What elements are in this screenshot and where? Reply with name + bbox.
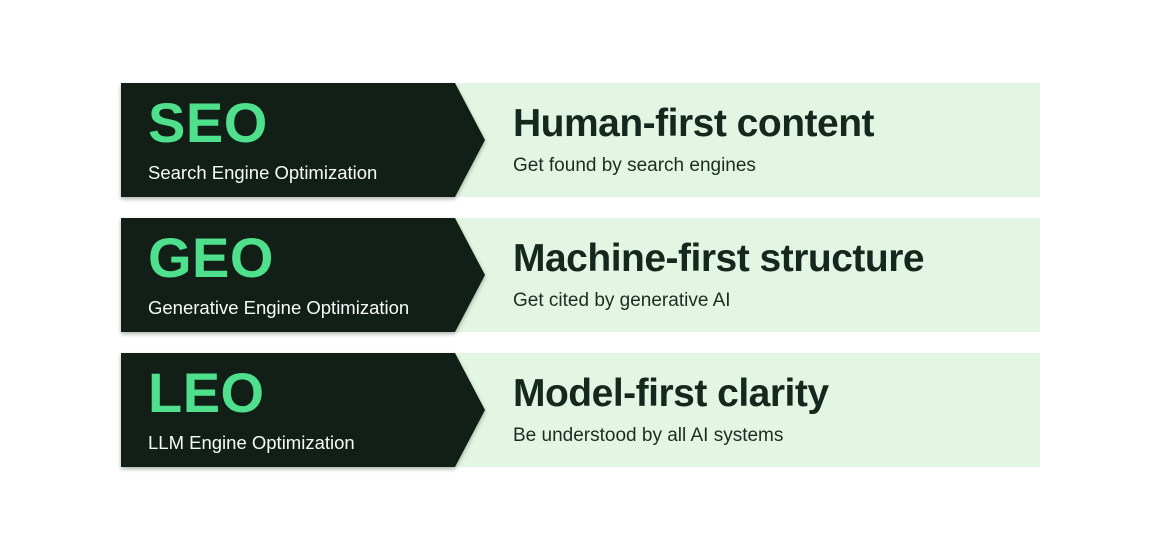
- heading-seo: Human-first content: [513, 101, 875, 145]
- leo-arrow-banner: LEO LLM Engine Optimization: [121, 353, 485, 467]
- description-seo: Human-first content Get found by search …: [513, 83, 1024, 197]
- acronym-label-leo: LLM Engine Optimization: [148, 432, 355, 454]
- row-leo: LEO LLM Engine Optimization Model-first …: [121, 353, 1040, 467]
- acronym-geo: GEO: [148, 226, 274, 290]
- subheading-geo: Get cited by generative AI: [513, 289, 731, 311]
- acronym-seo: SEO: [148, 91, 268, 155]
- seo-arrow-banner: SEO Search Engine Optimization: [121, 83, 485, 197]
- row-geo: GEO Generative Engine Optimization Machi…: [121, 218, 1040, 332]
- row-seo: SEO Search Engine Optimization Human-fir…: [121, 83, 1040, 197]
- subheading-leo: Be understood by all AI systems: [513, 424, 784, 446]
- subheading-seo: Get found by search engines: [513, 154, 756, 176]
- acronym-label-geo: Generative Engine Optimization: [148, 297, 410, 319]
- heading-geo: Machine-first structure: [513, 236, 925, 280]
- arrow-right-shape: GEO Generative Engine Optimization: [121, 218, 485, 332]
- acronym-leo: LEO: [148, 361, 265, 425]
- geo-arrow-banner: GEO Generative Engine Optimization: [121, 218, 485, 332]
- description-geo: Machine-first structure Get cited by gen…: [513, 218, 1024, 332]
- acronym-label-seo: Search Engine Optimization: [148, 162, 378, 184]
- heading-leo: Model-first clarity: [513, 371, 829, 415]
- description-leo: Model-first clarity Be understood by all…: [513, 353, 1024, 467]
- arrow-right-shape: LEO LLM Engine Optimization: [121, 353, 485, 467]
- arrow-right-shape: SEO Search Engine Optimization: [121, 83, 485, 197]
